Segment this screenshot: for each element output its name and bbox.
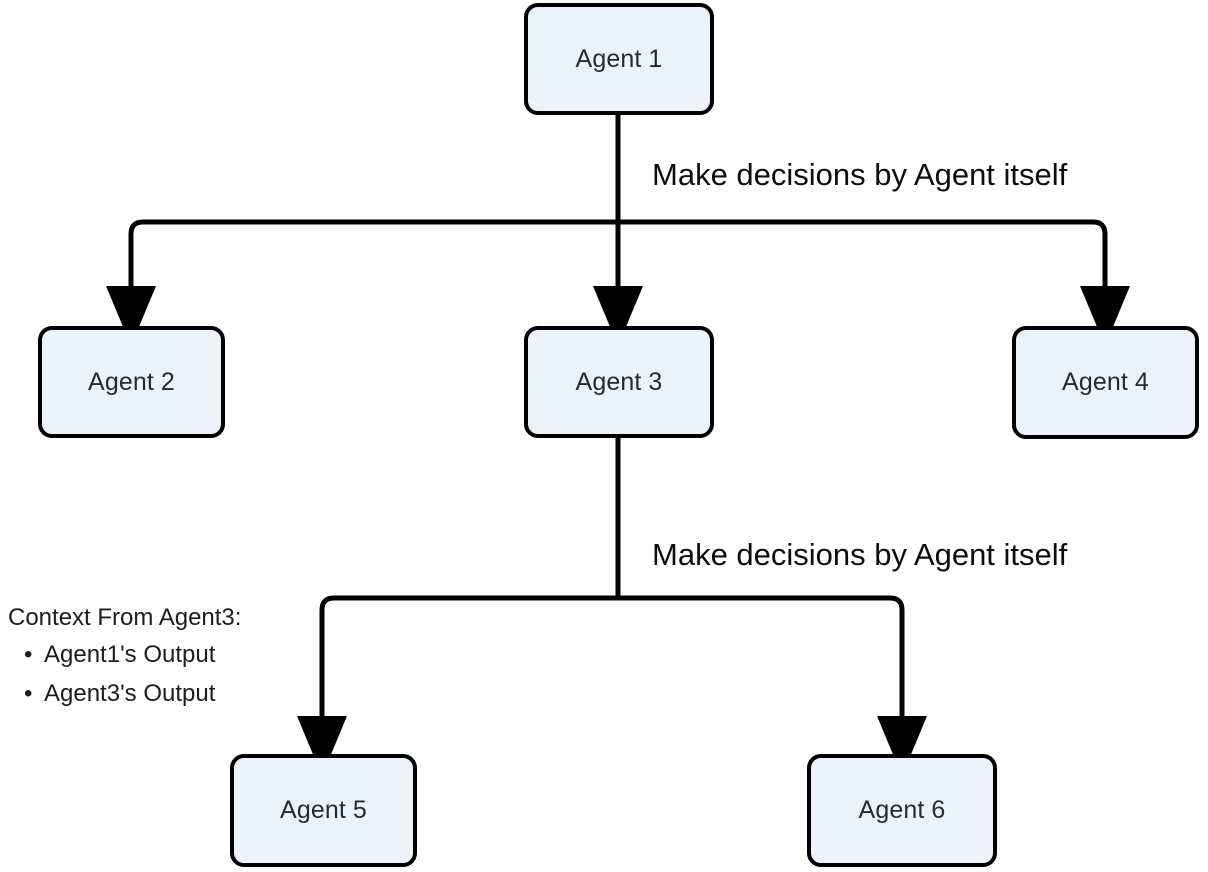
- context-note-item: Agent3's Output: [24, 675, 241, 714]
- edge-agent1-to-agent4: [618, 219, 1130, 346]
- context-note: Context From Agent3: Agent1's Output Age…: [8, 603, 242, 714]
- node-agent6-label: Agent 6: [858, 796, 946, 824]
- context-note-list: Agent1's Output Agent3's Output: [8, 636, 241, 714]
- node-agent3-label: Agent 3: [575, 367, 663, 396]
- node-agent1[interactable]: Agent 1: [524, 3, 714, 115]
- node-agent2-label: Agent 2: [88, 367, 175, 396]
- context-note-item: Agent1's Output: [24, 636, 241, 675]
- context-note-title: Context From Agent3:: [8, 604, 242, 631]
- node-agent5[interactable]: Agent 5: [230, 754, 417, 867]
- node-agent1-label: Agent 1: [575, 44, 663, 73]
- edge-agent3-to-agent6: [618, 595, 927, 776]
- node-agent4-label: Agent 4: [1062, 368, 1149, 396]
- node-agent5-label: Agent 5: [280, 796, 367, 824]
- node-agent2[interactable]: Agent 2: [38, 326, 225, 438]
- edge-agent1-to-agent2: [106, 219, 618, 346]
- node-agent6[interactable]: Agent 6: [807, 754, 997, 867]
- node-agent4[interactable]: Agent 4: [1012, 326, 1199, 439]
- node-agent3[interactable]: Agent 3: [524, 326, 714, 438]
- edge-label-bottom: Make decisions by Agent itself: [646, 537, 1074, 572]
- edge-agent3-to-agent5: [297, 595, 618, 776]
- edge-label-top: Make decisions by Agent itself: [646, 157, 1074, 192]
